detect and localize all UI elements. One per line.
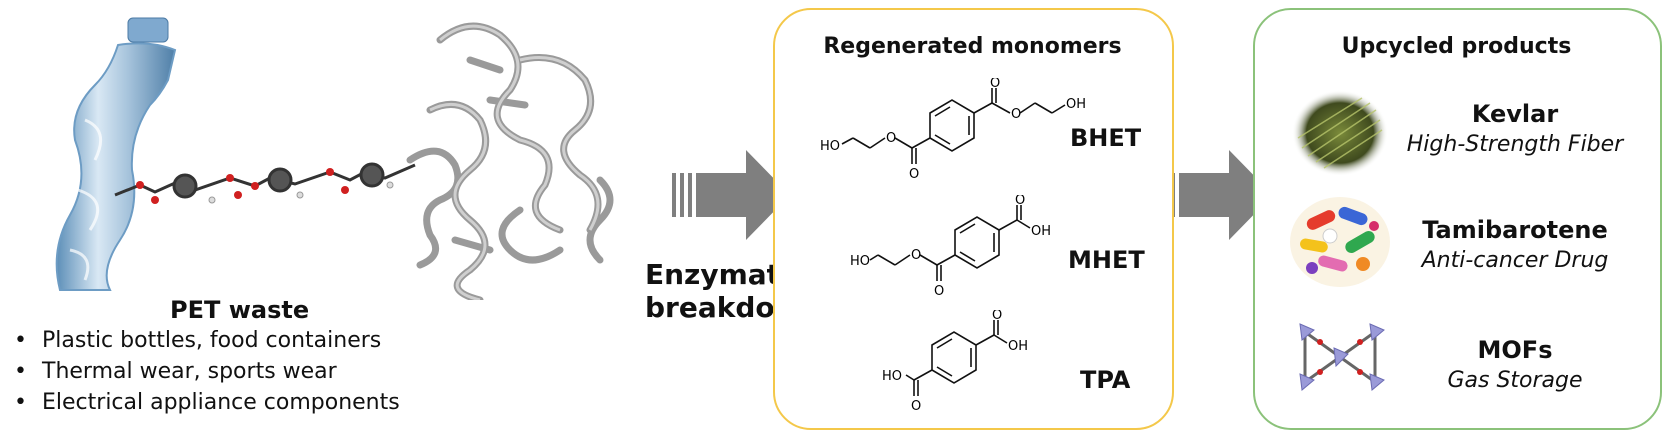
pet-illustration bbox=[55, 17, 614, 300]
process-line-1: Enzymatic bbox=[645, 258, 807, 291]
pet-polymer-chain bbox=[114, 162, 416, 204]
bhet-o-bottom: O bbox=[909, 167, 919, 182]
tamibarotene-desc: Anti-cancer Drug bbox=[1421, 248, 1609, 273]
tpa-structure: O OH O HO bbox=[882, 310, 1028, 414]
mofs-desc: Gas Storage bbox=[1447, 368, 1583, 393]
bhet-o-ester-right: O bbox=[1011, 107, 1021, 122]
tpa-o-bottom: O bbox=[911, 399, 921, 414]
pet-use-item: Plastic bottles, food containers bbox=[14, 325, 400, 356]
drug-pills-icon bbox=[1290, 197, 1390, 287]
pet-use-item: Electrical appliance components bbox=[14, 387, 400, 418]
mofs-name: MOFs bbox=[1477, 336, 1553, 364]
arrow-to-monomers-icon bbox=[672, 150, 790, 240]
bhet-label: BHET bbox=[1070, 124, 1142, 152]
mof-structure-icon bbox=[1299, 323, 1385, 391]
pet-uses-list: Plastic bottles, food containers Thermal… bbox=[14, 325, 400, 418]
plastic-bottle-icon bbox=[55, 17, 177, 291]
kevlar-fiber-icon bbox=[1292, 90, 1388, 176]
pet-waste-title: PET waste bbox=[170, 296, 310, 324]
kevlar-name: Kevlar bbox=[1471, 100, 1559, 128]
mhet-structure: O OH O O HO bbox=[850, 195, 1050, 299]
mhet-o-bottom: O bbox=[934, 284, 944, 299]
bhet-ho-label: HO bbox=[820, 139, 840, 154]
enzyme-structure-icon bbox=[406, 22, 614, 300]
bhet-oh-label: OH bbox=[1066, 97, 1086, 112]
tpa-o-top: O bbox=[992, 310, 1002, 323]
enzyme-outline bbox=[429, 24, 600, 300]
mhet-oh-label: OH bbox=[1031, 224, 1050, 239]
tpa-ho-label: HO bbox=[882, 369, 902, 384]
enzymatic-breakdown-label: Enzymatic breakdown bbox=[645, 258, 821, 324]
bhet-o-ester-left: O bbox=[886, 131, 896, 146]
monomers-title: Regenerated monomers bbox=[823, 34, 1122, 59]
tpa-label: TPA bbox=[1080, 366, 1131, 394]
mhet-o-top: O bbox=[1015, 195, 1025, 208]
products-title: Upcycled products bbox=[1341, 34, 1572, 59]
kevlar-desc: High-Strength Fiber bbox=[1406, 132, 1624, 157]
bhet-o-top: O bbox=[990, 78, 1000, 91]
pet-use-item: Thermal wear, sports wear bbox=[14, 356, 400, 387]
tamibarotene-name: Tamibarotene bbox=[1422, 216, 1608, 244]
mhet-ho-label: HO bbox=[850, 254, 870, 269]
tpa-oh-label: OH bbox=[1008, 339, 1028, 354]
mhet-o-ester: O bbox=[911, 248, 921, 263]
mhet-label: MHET bbox=[1068, 246, 1145, 274]
bhet-structure: O O O O HO OH bbox=[820, 78, 1086, 182]
process-line-2: breakdown bbox=[645, 291, 821, 324]
